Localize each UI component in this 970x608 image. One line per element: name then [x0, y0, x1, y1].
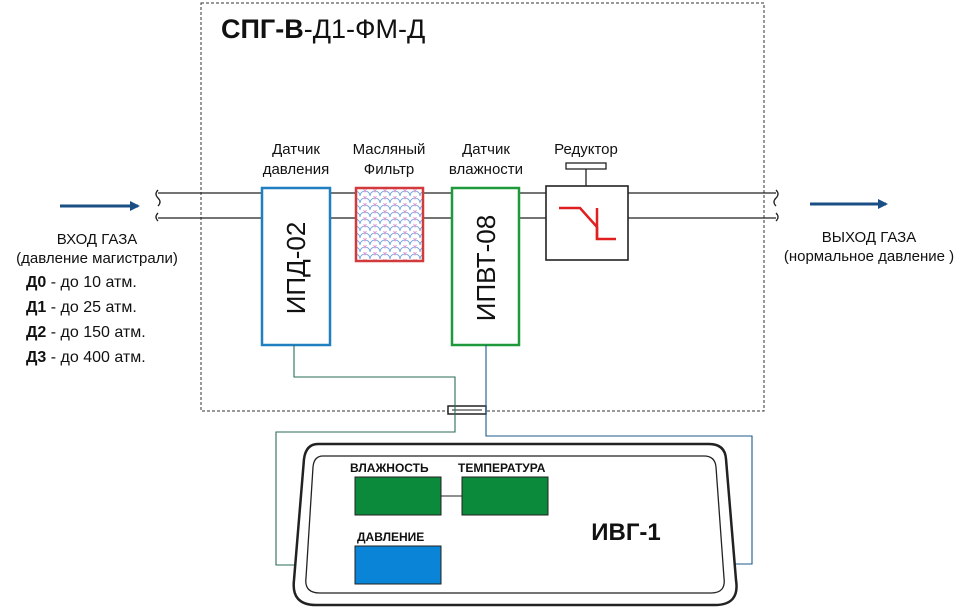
humidity-sensor-body: [450, 186, 521, 347]
humidity-sensor-label-1: Датчик: [462, 141, 510, 158]
humidity-sensor-model: ИПВТ-08: [471, 215, 501, 321]
instrument-ivg1: ВЛАЖНОСТЬ ТЕМПЕРАТУРА ДАВЛЕНИЕ ИВГ-1: [292, 442, 738, 607]
range-d3: Д3 - до 400 атм.: [26, 349, 146, 366]
inlet-sublabel: (давление магистрали): [16, 250, 178, 267]
temperature-display: [461, 476, 549, 516]
pressure-sensor-model: ИПД-02: [281, 222, 311, 315]
oil-filter-label-2: Фильтр: [364, 161, 414, 178]
oil-filter-label-1: Масляный: [353, 141, 426, 158]
reducer: Редуктор: [545, 141, 629, 261]
humidity-display-label: ВЛАЖНОСТЬ: [350, 461, 429, 475]
range-d2: Д2 - до 150 атм.: [26, 324, 146, 341]
outlet-sublabel: (нормальное давление ): [784, 248, 954, 265]
pressure-sensor-label-1: Датчик: [272, 141, 320, 158]
pressure-sensor: Датчик давления ИПД-02: [260, 141, 332, 347]
oil-filter-body: [354, 186, 425, 263]
unit-title: СПГ-В-Д1-ФМ-Д: [221, 14, 425, 44]
humidity-sensor: Датчик влажности ИПВТ-08: [449, 141, 523, 347]
reducer-body: [545, 185, 629, 261]
pressure-display: [354, 545, 442, 585]
pressure-sensor-label-2: давления: [263, 161, 330, 178]
pressure-cable: [275, 345, 456, 569]
range-d0: Д0 - до 10 атм.: [26, 274, 137, 291]
humidity-sensor-label-2: влажности: [449, 161, 523, 178]
outlet-block: ВЫХОД ГАЗА (нормальное давление ): [784, 229, 954, 265]
temperature-display-label: ТЕМПЕРАТУРА: [458, 461, 546, 475]
instrument-name: ИВГ-1: [591, 519, 661, 546]
inlet-label: ВХОД ГАЗА: [57, 231, 138, 248]
humidity-display: [354, 476, 442, 516]
unit-title-suffix: -Д1-ФМ-Д: [304, 14, 426, 44]
outlet-label: ВЫХОД ГАЗА: [822, 229, 916, 246]
reducer-label: Редуктор: [554, 141, 618, 158]
pressure-sensor-body: [260, 186, 332, 347]
oil-filter: Масляный Фильтр: [353, 141, 426, 263]
reducer-handle: [565, 162, 607, 170]
unit-title-bold: СПГ-В: [221, 14, 304, 44]
inlet-block: ВХОД ГАЗА (давление магистрали) Д0 - до …: [16, 231, 178, 366]
pressure-display-label: ДАВЛЕНИЕ: [357, 530, 424, 544]
range-d1: Д1 - до 25 атм.: [26, 299, 137, 316]
